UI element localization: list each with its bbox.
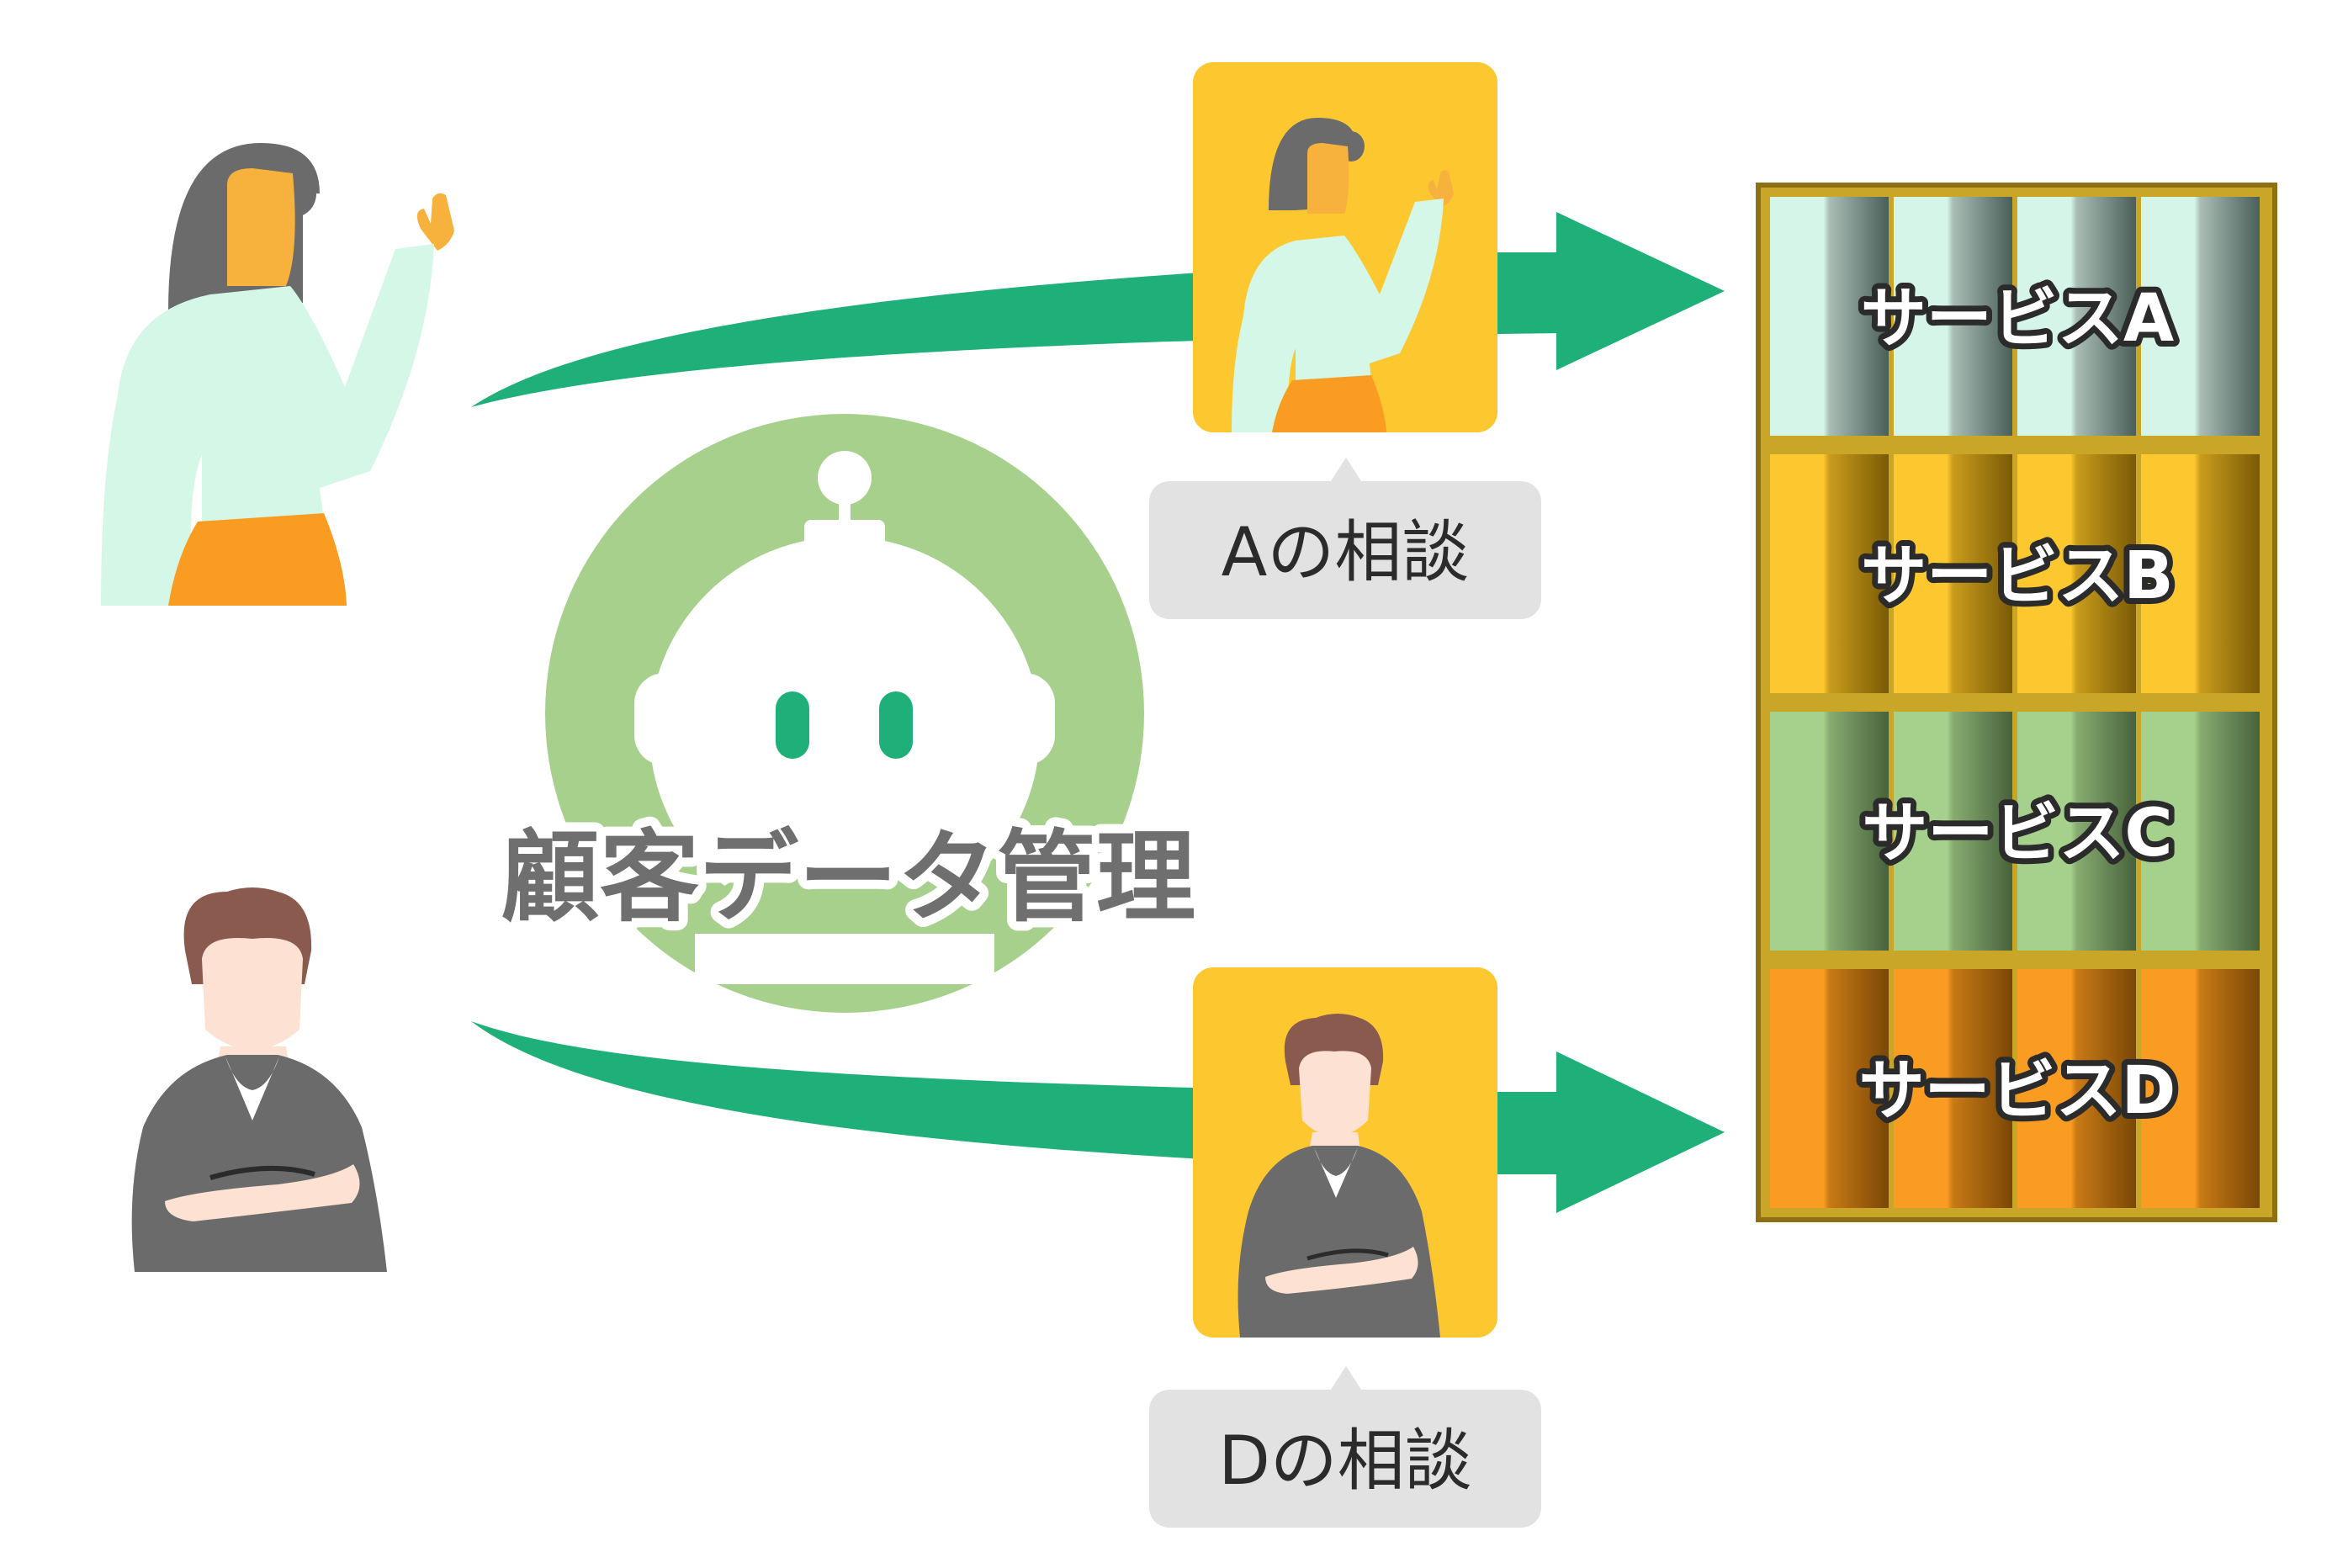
book-spine	[1770, 712, 1889, 951]
book-spine	[1770, 197, 1889, 436]
book-spine	[1894, 454, 2012, 693]
arrow-d	[471, 1021, 1725, 1213]
book-spine	[1770, 454, 1889, 693]
caption-d-text: Dの相談	[1218, 1422, 1472, 1500]
man-card-icon	[1238, 1014, 1440, 1338]
woman-icon	[101, 143, 454, 606]
book-spine	[2017, 197, 2136, 436]
robot-eye-left	[776, 691, 809, 759]
service-label: サービスD	[1859, 1053, 2176, 1129]
caption-a-bubble: Aの相談	[1149, 458, 1541, 619]
service-row: サービスC	[1770, 712, 2260, 951]
woman-card-icon	[1232, 118, 1454, 432]
service-row: サービスA	[1770, 197, 2260, 436]
robot-eye-right	[879, 691, 913, 759]
book-spine	[2017, 969, 2136, 1208]
caption-d-bubble: Dの相談	[1149, 1366, 1541, 1528]
book-spine	[2017, 712, 2136, 951]
card-d	[1193, 967, 1497, 1338]
caption-a-text: Aの相談	[1222, 513, 1470, 591]
service-label: サービスC	[1862, 796, 2172, 871]
book-spine	[2141, 969, 2260, 1208]
center-title: 顧客データ管理	[501, 819, 1195, 935]
book-spine	[1894, 712, 2012, 951]
book-spine	[2141, 197, 2260, 436]
book-spine	[2141, 712, 2260, 951]
book-spine	[1770, 969, 1889, 1208]
service-label: サービスB	[1861, 538, 2173, 614]
arrow-a	[471, 212, 1725, 407]
book-spine	[2017, 454, 2136, 693]
book-spine	[1894, 197, 2012, 436]
man-icon	[131, 887, 387, 1272]
service-row: サービスB	[1770, 454, 2260, 693]
card-a	[1193, 62, 1497, 432]
service-label: サービスA	[1861, 281, 2174, 357]
service-row: サービスD	[1770, 969, 2260, 1208]
book-spine	[2141, 454, 2260, 693]
robot-icon	[545, 414, 1144, 1013]
service-shelf: サービスA サービスB サービスC サービスD	[1756, 183, 2277, 1222]
book-spine	[1894, 969, 2012, 1208]
